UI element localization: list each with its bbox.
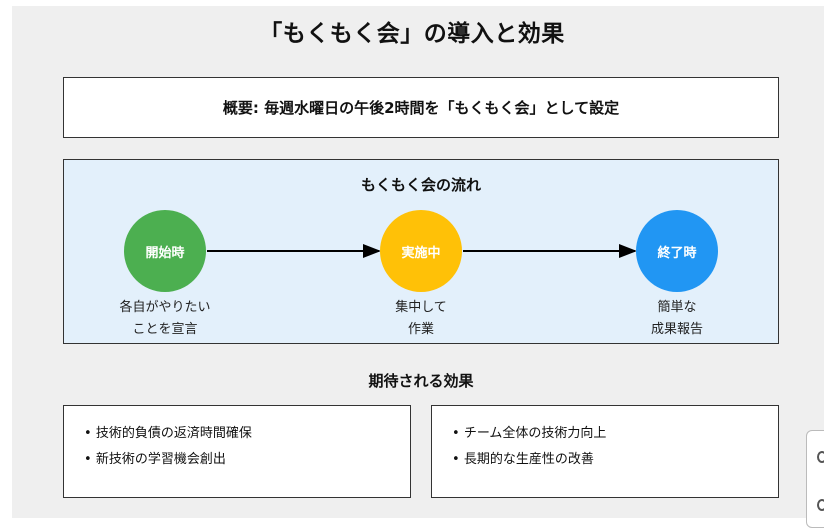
- step-label-during: 実施中: [401, 245, 441, 261]
- step-label-end: 終了時: [657, 245, 697, 261]
- page-title: 「もくもく会」の導入と効果: [259, 21, 565, 47]
- step-caption-start-line1: 各自がやりたい: [119, 300, 211, 315]
- step-caption-during: 集中して 作業: [351, 297, 491, 341]
- flow-arrow-1: [207, 244, 381, 258]
- step-caption-during-line2: 作業: [407, 322, 434, 337]
- step-circle-end: 終了時: [636, 210, 718, 292]
- step-label-start: 開始時: [145, 245, 185, 261]
- step-circle-during: 実施中: [380, 210, 462, 292]
- flow-title: もくもく会の流れ: [360, 176, 481, 194]
- step-caption-end-line2: 成果報告: [650, 322, 703, 337]
- step-caption-during-line1: 集中して: [395, 300, 447, 315]
- summary-text: 概要: 毎週水曜日の午後2時間を「もくもく会」として設定: [222, 99, 620, 117]
- toolbar-icon-top[interactable]: [817, 451, 824, 463]
- floating-toolbar[interactable]: [806, 430, 824, 528]
- step-circle-start: 開始時: [124, 210, 206, 292]
- toolbar-icon-bottom[interactable]: [817, 499, 824, 511]
- effect-item: 長期的な生産性の改善: [452, 447, 778, 473]
- step-caption-end-line1: 簡単な: [657, 300, 697, 315]
- step-caption-end: 簡単な 成果報告: [607, 297, 747, 341]
- effect-item: 技術的負債の返済時間確保: [84, 421, 410, 447]
- step-caption-start: 各自がやりたい ことを宣言: [95, 297, 235, 341]
- effect-item: チーム全体の技術力向上: [452, 421, 778, 447]
- effects-box-left: 技術的負債の返済時間確保 新技術の学習機会創出: [63, 405, 411, 498]
- flow-arrow-2: [463, 244, 637, 258]
- effect-item: 新技術の学習機会創出: [84, 447, 410, 473]
- effects-box-right: チーム全体の技術力向上 長期的な生産性の改善: [431, 405, 779, 498]
- effects-heading: 期待される効果: [368, 372, 474, 390]
- summary-box: 概要: 毎週水曜日の午後2時間を「もくもく会」として設定: [63, 77, 779, 138]
- step-caption-start-line2: ことを宣言: [132, 322, 198, 337]
